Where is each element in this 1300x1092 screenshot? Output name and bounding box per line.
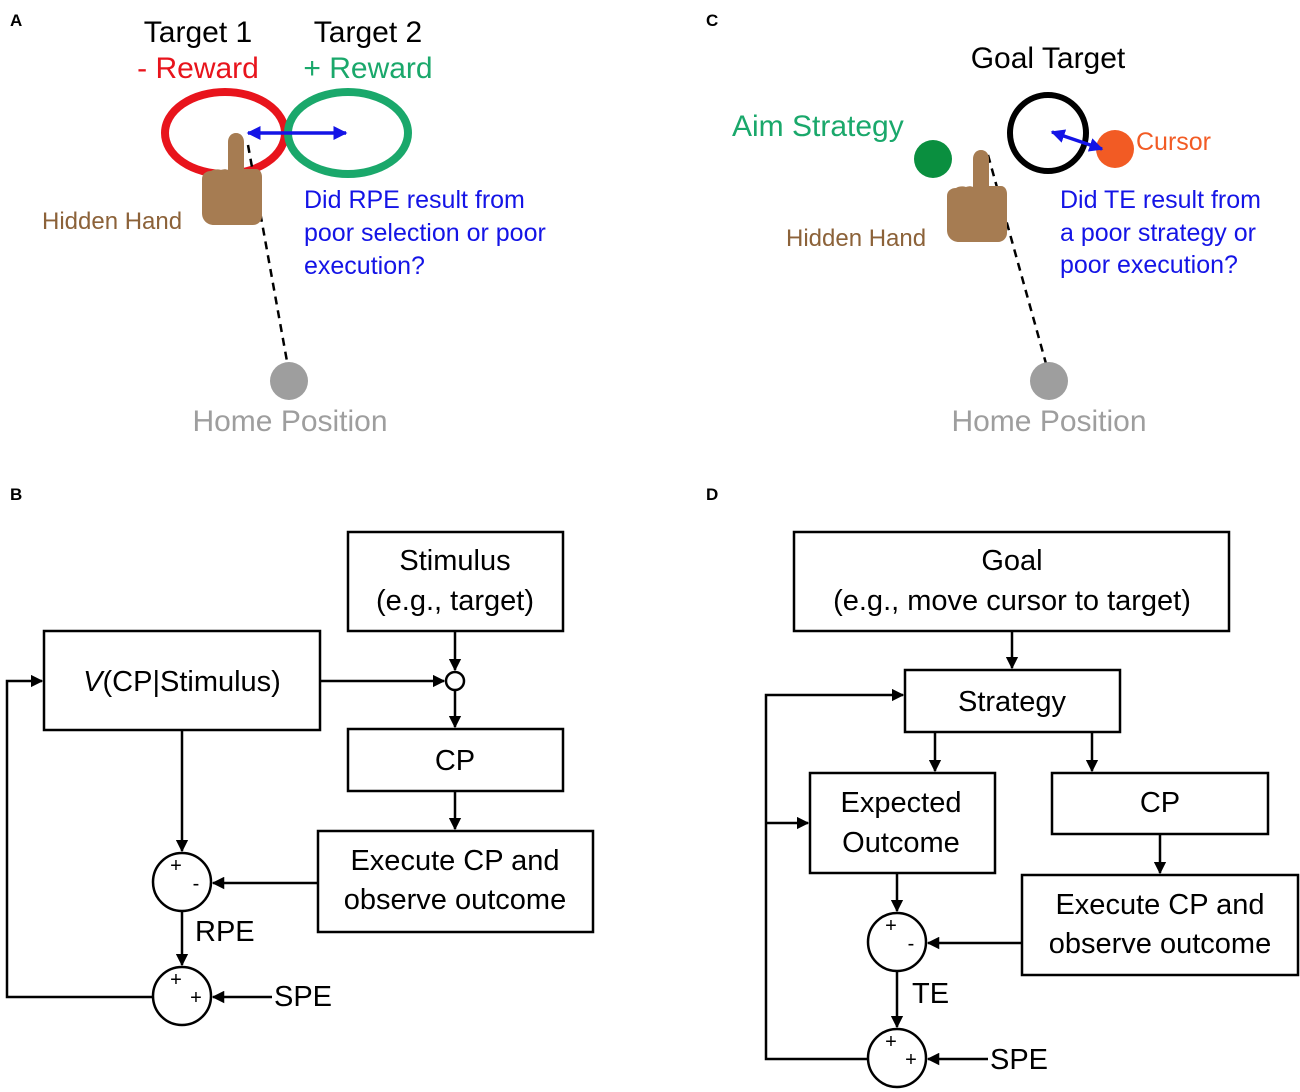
- value-box: [42, 629, 322, 732]
- strategy-box: [903, 668, 1122, 734]
- goal-target-circle: [1007, 92, 1089, 174]
- rpe-minus-sign: -: [193, 873, 200, 895]
- execute-d-line-1: Execute CP and: [1055, 889, 1264, 921]
- te-label: TE: [912, 978, 949, 1010]
- negative-reward-label: - Reward: [137, 52, 259, 85]
- goal-target-label: Goal Target: [971, 42, 1126, 75]
- te-double-arrow: [1050, 129, 1104, 152]
- rpe-label: RPE: [195, 916, 255, 948]
- panel-letter-a: A: [10, 11, 22, 30]
- spe-plus-right: +: [190, 987, 202, 1009]
- feedback-loop-to-strategy: [764, 688, 905, 1061]
- home-position-dot: [270, 362, 308, 400]
- expected-line-1: Expected: [841, 787, 962, 819]
- positive-reward-label: + Reward: [303, 52, 432, 85]
- spe-summing-junction: [151, 965, 213, 1027]
- stimulus-label: Stimulus: [399, 545, 510, 577]
- goal-box: [792, 530, 1231, 633]
- cursor-label: Cursor: [1136, 128, 1211, 156]
- te-summing-junction: [866, 911, 928, 973]
- spe-label-d: SPE: [990, 1044, 1048, 1076]
- spe-summing-junction-d: [866, 1027, 928, 1089]
- reach-path-dashed: [246, 144, 292, 379]
- panel-letter-d: D: [706, 485, 718, 504]
- panel-a: A Target 1 - Reward Target 2 + Reward Hi…: [10, 11, 546, 438]
- goal-label: Goal: [981, 545, 1042, 577]
- execute-d-line-2: observe outcome: [1049, 928, 1271, 960]
- selection-node: [444, 670, 466, 692]
- stimulus-example: (e.g., target): [376, 585, 534, 617]
- aim-strategy-dot: [914, 140, 952, 178]
- target-2-label: Target 2: [314, 16, 422, 49]
- rpe-question-line-3: execution?: [304, 252, 425, 280]
- expected-outcome-box: [808, 771, 997, 875]
- value-rest: (CP|Stimulus): [103, 666, 281, 698]
- panel-d: D Goal (e.g., move cursor to target) Str…: [706, 485, 1300, 1089]
- home-position-label-c: Home Position: [951, 405, 1146, 438]
- te-minus-sign: -: [908, 933, 915, 955]
- hidden-hand-label: Hidden Hand: [42, 208, 182, 235]
- te-question-line-1: Did TE result from: [1060, 186, 1261, 214]
- panel-letter-c: C: [706, 11, 718, 30]
- rpe-question-line-2: poor selection or poor: [304, 219, 546, 247]
- cp-label-d: CP: [1140, 787, 1180, 819]
- stimulus-box: [346, 530, 565, 633]
- panel-b: B Stimulus (e.g., target) V(CP|Stimulus)…: [5, 485, 595, 1027]
- te-plus-sign: +: [885, 915, 897, 937]
- spe-d-plus-top: +: [885, 1031, 897, 1053]
- home-position-dot-c: [1030, 362, 1068, 400]
- rpe-summing-junction: [151, 851, 213, 913]
- feedback-loop-arrow-b: [5, 674, 153, 999]
- execute-line-1: Execute CP and: [350, 845, 559, 877]
- execute-line-2: observe outcome: [344, 884, 566, 916]
- execute-box: [316, 829, 595, 934]
- value-label: V(CP|Stimulus): [83, 666, 281, 698]
- cp-box: [346, 727, 565, 793]
- cp-box-d: [1050, 771, 1270, 836]
- te-question-line-2: a poor strategy or: [1060, 219, 1256, 247]
- te-question-line-3: poor execution?: [1060, 251, 1238, 279]
- goal-example: (e.g., move cursor to target): [833, 585, 1191, 617]
- panel-c: C Goal Target Aim Strategy Cursor Hidden…: [706, 11, 1261, 438]
- value-v: V: [83, 666, 105, 698]
- hidden-hand-icon-c: [947, 150, 1007, 242]
- spe-plus-top: +: [170, 969, 182, 991]
- target-1-label: Target 1: [144, 16, 252, 49]
- cp-label: CP: [435, 745, 475, 777]
- cursor-dot: [1096, 130, 1134, 168]
- home-position-label: Home Position: [192, 405, 387, 438]
- panel-letter-b: B: [10, 485, 22, 504]
- strategy-label: Strategy: [958, 686, 1066, 718]
- reach-path-dashed-c: [986, 154, 1052, 379]
- hidden-hand-label-c: Hidden Hand: [786, 225, 926, 252]
- expected-line-2: Outcome: [842, 827, 960, 859]
- execute-box-d: [1020, 873, 1300, 977]
- aim-strategy-label: Aim Strategy: [732, 110, 904, 143]
- rpe-plus-sign: +: [170, 855, 182, 877]
- spe-label: SPE: [274, 981, 332, 1013]
- spe-d-plus-right: +: [905, 1049, 917, 1071]
- hidden-hand-icon: [202, 133, 262, 225]
- rpe-question-line-1: Did RPE result from: [304, 186, 525, 214]
